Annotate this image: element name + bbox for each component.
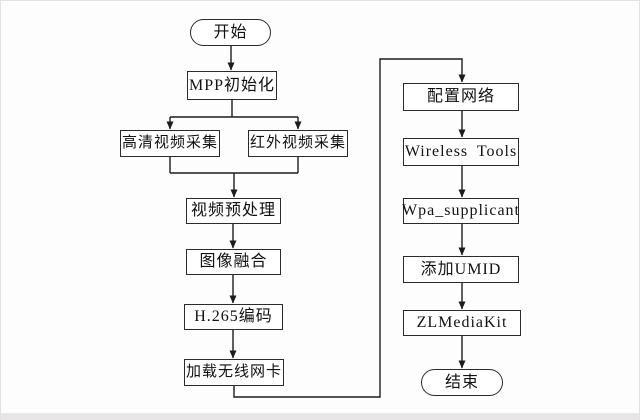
node-end: 结束: [421, 369, 503, 396]
edge-split-bar: [170, 100, 298, 118]
node-hd-capture: 高清视频采集: [120, 130, 220, 157]
node-mpp-init: MPP初始化: [187, 71, 277, 100]
node-ir-capture: 红外视频采集: [248, 130, 348, 157]
node-config-net: 配置网络: [403, 83, 519, 111]
edge-merge-bar: [169, 157, 299, 174]
node-start: 开始: [190, 19, 271, 46]
edge-wifi-confignet: [233, 58, 466, 398]
node-add-umid: 添加UMID: [403, 256, 519, 283]
node-h265-encode: H.265编码: [184, 304, 283, 330]
node-wpa-supplicant: Wpa_supplicant: [402, 198, 519, 224]
node-fusion: 图像融合: [186, 249, 281, 275]
node-load-wifi: 加载无线网卡: [184, 359, 284, 386]
frame-bottom-band: [1, 413, 639, 420]
node-zlmediakit: ZLMediaKit: [403, 310, 521, 336]
node-wireless-tools: Wireless Tools: [403, 138, 519, 166]
node-preprocess: 视频预处理: [186, 198, 281, 224]
